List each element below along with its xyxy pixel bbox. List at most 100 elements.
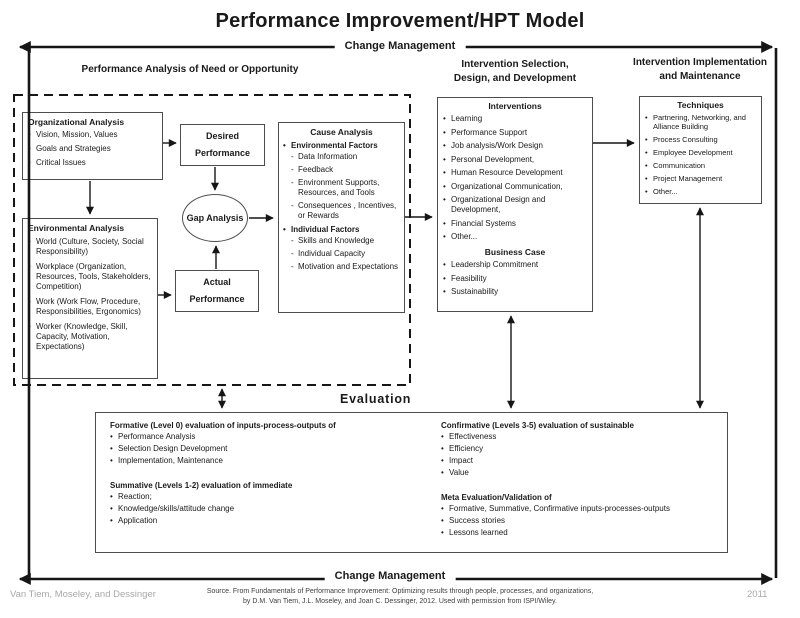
meta-evaluation-section: Meta Evaluation/Validation of Formative,…: [441, 493, 721, 538]
list-item: Employee Development: [645, 148, 756, 158]
techniques-title: Techniques: [677, 100, 724, 110]
list-item: Leadership Commitment: [443, 260, 587, 270]
footer-source-line1: Source. From Fundamentals of Performance…: [206, 588, 594, 595]
list-item: Data Information: [291, 152, 400, 162]
list-item: Consequences , Incentives, or Rewards: [291, 201, 400, 221]
list-item: Application: [110, 516, 365, 526]
formative-list: Performance Analysis Selection Design De…: [110, 432, 365, 466]
list-item: Formative, Summative, Confirmative input…: [441, 504, 721, 514]
actual-performance-label: Actual Performance: [189, 277, 245, 304]
actual-performance-box: Actual Performance: [175, 270, 259, 312]
list-item: Workplace (Organization, Resources, Tool…: [28, 262, 152, 292]
list-item: Project Management: [645, 174, 756, 184]
list-item: Knowledge/skills/attitude change: [110, 504, 365, 514]
list-item: Effectiveness: [441, 432, 721, 442]
summative-title: Summative (Levels 1-2) evaluation of imm…: [110, 481, 293, 490]
change-management-label-bottom: Change Management: [324, 570, 456, 582]
list-item: Goals and Strategies: [28, 144, 157, 154]
organizational-analysis-box: Organizational Analysis Vision, Mission,…: [22, 112, 163, 180]
list-item: Implementation, Maintenance: [110, 456, 365, 466]
meta-evaluation-list: Formative, Summative, Confirmative input…: [441, 504, 721, 538]
confirmative-section: Confirmative (Levels 3-5) evaluation of …: [441, 421, 721, 478]
desired-performance-box: Desired Performance: [180, 124, 265, 166]
list-item: Reaction;: [110, 492, 365, 502]
interventions-title: Interventions: [488, 101, 542, 111]
organizational-analysis-list: Vision, Mission, Values Goals and Strate…: [28, 130, 157, 168]
evaluation-box: Formative (Level 0) evaluation of inputs…: [95, 412, 728, 553]
change-management-label-top: Change Management: [334, 40, 466, 52]
environmental-analysis-list: World (Culture, Society, Social Responsi…: [28, 237, 152, 352]
gap-analysis-ellipse: Gap Analysis: [182, 194, 248, 242]
list-item: Work (Work Flow, Procedure, Responsibili…: [28, 297, 152, 317]
list-item: Learning: [443, 114, 587, 124]
footer-authors: Van Tiem, Moseley, and Dessinger: [10, 589, 156, 600]
page-title: Performance Improvement/HPT Model: [215, 10, 585, 32]
list-item: Critical Issues: [28, 158, 157, 168]
intervention-implementation-header-line2: and Maintenance: [659, 70, 741, 82]
performance-analysis-header: Performance Analysis of Need or Opportun…: [81, 64, 299, 75]
evaluation-right-column: Confirmative (Levels 3-5) evaluation of …: [441, 421, 721, 540]
list-item: Financial Systems: [443, 219, 587, 229]
interventions-box: Interventions Learning Performance Suppo…: [437, 97, 593, 312]
list-item: Vision, Mission, Values: [28, 130, 157, 140]
list-item: Worker (Knowledge, Skill, Capacity, Moti…: [28, 322, 152, 352]
evaluation-label: Evaluation: [340, 392, 412, 406]
list-item: Performance Analysis: [110, 432, 365, 442]
list-item: Feedback: [291, 165, 400, 175]
business-case-list: Leadership Commitment Feasibility Sustai…: [443, 260, 587, 297]
list-item: Job analysis/Work Design: [443, 141, 587, 151]
list-item: Process Consulting: [645, 135, 756, 145]
organizational-analysis-title: Organizational Analysis: [28, 117, 125, 127]
summative-list: Reaction; Knowledge/skills/attitude chan…: [110, 492, 365, 526]
formative-section: Formative (Level 0) evaluation of inputs…: [110, 421, 365, 466]
environmental-factors-title: Environmental Factors: [283, 141, 400, 150]
confirmative-title: Confirmative (Levels 3-5) evaluation of …: [441, 421, 634, 430]
footer-source-line2: by D.M. Van Tiem, J.L. Moseley, and Joan…: [243, 597, 557, 605]
gap-analysis-label: Gap Analysis: [186, 212, 244, 223]
list-item: Other...: [443, 232, 587, 242]
intervention-implementation-header: Intervention Implementation and Maintena…: [610, 56, 790, 83]
techniques-box: Techniques Partnering, Networking, and A…: [639, 96, 762, 204]
summative-section: Summative (Levels 1-2) evaluation of imm…: [110, 481, 365, 526]
list-item: Personal Development,: [443, 155, 587, 165]
formative-title: Formative (Level 0) evaluation of inputs…: [110, 421, 336, 430]
list-item: Skills and Knowledge: [291, 236, 400, 246]
list-item: Individual Capacity: [291, 249, 400, 259]
list-item: Organizational Design and Development,: [443, 195, 587, 215]
confirmative-list: Effectiveness Efficiency Impact Value: [441, 432, 721, 478]
interventions-list: Learning Performance Support Job analysi…: [443, 114, 587, 242]
list-item: Communication: [645, 161, 756, 171]
list-item: Selection Design Development: [110, 444, 365, 454]
list-item: Human Resource Development: [443, 168, 587, 178]
list-item: Performance Support: [443, 128, 587, 138]
list-item: Sustainability: [443, 287, 587, 297]
list-item: Partnering, Networking, and Alliance Bui…: [645, 113, 756, 132]
footer-year: 2011: [747, 589, 768, 600]
desired-performance-label: Desired Performance: [194, 131, 251, 158]
intervention-selection-header: Intervention Selection, Design, and Deve…: [430, 58, 600, 85]
list-item: Organizational Communication,: [443, 182, 587, 192]
list-item: Efficiency: [441, 444, 721, 454]
list-item: Impact: [441, 456, 721, 466]
list-item: Other...: [645, 187, 756, 197]
intervention-implementation-header-line1: Intervention Implementation: [633, 57, 767, 68]
list-item: Lessons learned: [441, 528, 721, 538]
business-case-title: Business Case: [484, 247, 546, 257]
environmental-factors-list: Data Information Feedback Environment Su…: [283, 152, 400, 221]
cause-analysis-title: Cause Analysis: [310, 127, 373, 137]
intervention-selection-header-line1: Intervention Selection,: [461, 59, 569, 70]
individual-factors-list: Skills and Knowledge Individual Capacity…: [283, 236, 400, 272]
environmental-analysis-box: Environmental Analysis World (Culture, S…: [22, 218, 158, 379]
footer-source: Source. From Fundamentals of Performance…: [100, 587, 700, 607]
list-item: Value: [441, 468, 721, 478]
cause-analysis-box: Cause Analysis Environmental Factors Dat…: [278, 122, 405, 313]
list-item: Success stories: [441, 516, 721, 526]
techniques-list: Partnering, Networking, and Alliance Bui…: [645, 113, 756, 197]
individual-factors-title: Individual Factors: [283, 225, 400, 234]
list-item: Motivation and Expectations: [291, 262, 400, 272]
list-item: Feasibility: [443, 274, 587, 284]
list-item: World (Culture, Society, Social Responsi…: [28, 237, 152, 257]
intervention-selection-header-line2: Design, and Development: [453, 72, 577, 84]
environmental-analysis-title: Environmental Analysis: [28, 223, 125, 233]
